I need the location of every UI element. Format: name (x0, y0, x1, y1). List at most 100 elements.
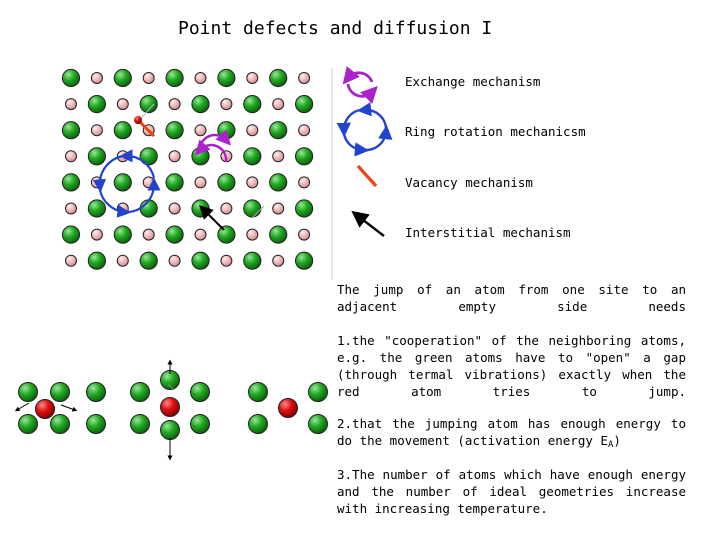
green-atom (269, 68, 288, 88)
green-atom (243, 199, 262, 218)
green-atom (139, 95, 158, 114)
lattice-ring-arrows (92, 149, 161, 218)
legend-vacancy-label: Vacancy mechanism (405, 175, 533, 190)
green-atom (113, 68, 132, 88)
red-atom (160, 397, 180, 417)
green-atom (308, 414, 328, 434)
exchange-icon (342, 66, 378, 104)
pink-atom (220, 254, 233, 267)
green-atom (295, 199, 314, 218)
green-atom (87, 95, 107, 114)
green-atom (50, 382, 70, 402)
pink-atom (194, 176, 207, 189)
pink-atom (298, 124, 311, 137)
point-1-paragraph: 1.the "cooperation" of the neighboring a… (337, 333, 686, 399)
green-atom (61, 68, 81, 88)
green-atom (269, 121, 288, 140)
legend-exchange-label: Exchange mechanism (405, 74, 541, 89)
point-3-paragraph: 3.The number of atoms which have enough … (337, 467, 686, 516)
pink-atom (272, 254, 285, 267)
green-atom (248, 414, 268, 434)
green-atom (18, 382, 38, 402)
pink-atom (298, 176, 311, 189)
pink-atom (90, 72, 103, 84)
green-atom (248, 382, 268, 402)
pink-atom (246, 124, 259, 137)
green-atom (165, 121, 184, 140)
pink-atom (168, 98, 181, 111)
green-atom (295, 95, 314, 114)
green-atom (295, 147, 314, 166)
pink-atom (194, 228, 207, 241)
green-atom (217, 68, 236, 88)
pink-atom (116, 254, 129, 267)
green-atom (113, 225, 132, 244)
pink-atom (65, 150, 77, 163)
pink-atom (272, 150, 285, 163)
green-atom (61, 225, 81, 244)
pink-atom (142, 228, 155, 241)
green-atom (269, 173, 288, 192)
pink-atom (220, 98, 233, 111)
pink-atom (298, 228, 311, 241)
green-atom (243, 95, 262, 114)
pink-atom (246, 72, 259, 84)
green-atom (130, 414, 150, 434)
green-atom (165, 173, 184, 192)
green-atom (191, 251, 210, 270)
green-atom (50, 414, 70, 434)
pink-atom (142, 176, 155, 189)
pink-atom (90, 228, 103, 241)
green-atom (113, 121, 132, 140)
pink-atom (168, 254, 181, 267)
pink-atom (272, 202, 285, 215)
pink-atom (65, 254, 77, 267)
lattice-exchange-arrows (194, 129, 232, 163)
green-atom (191, 199, 210, 218)
pink-atom (65, 98, 77, 111)
example-arrows (14, 359, 175, 461)
green-atom (190, 414, 210, 434)
legend-interstitial-label: Interstitial mechanism (405, 225, 571, 240)
green-atom (217, 225, 236, 244)
pink-atom (194, 72, 207, 84)
point-2-paragraph: 2.that the jumping atom has enough energ… (337, 416, 686, 450)
green-atom (308, 382, 328, 402)
green-atom (165, 225, 184, 244)
lattice-interstitial-arrow (199, 205, 265, 231)
interstitial-arrow-icon (351, 210, 385, 237)
green-atom (87, 251, 107, 270)
green-atom (139, 199, 158, 218)
green-atom (113, 173, 132, 192)
atom-lattice (61, 68, 314, 270)
intro-paragraph: The jump of an atom from one site to an … (337, 282, 686, 314)
pink-atom (246, 228, 259, 241)
jump-examples (18, 370, 328, 440)
green-atom (269, 225, 288, 244)
legend-ring-label: Ring rotation mechanicsm (405, 124, 586, 139)
vacancy-arrow-icon (356, 164, 378, 188)
pink-atom (90, 124, 103, 137)
pink-atom (65, 202, 77, 215)
green-atom (190, 382, 210, 402)
green-atom (165, 68, 184, 88)
green-atom (86, 414, 106, 434)
green-atom (87, 199, 107, 218)
green-atom (191, 95, 210, 114)
green-atom (160, 420, 180, 440)
green-atom (61, 121, 81, 140)
green-atom (139, 147, 158, 166)
red-atom (278, 398, 298, 418)
green-atom (217, 173, 236, 192)
pink-atom (272, 98, 285, 111)
pink-atom (298, 72, 311, 84)
pink-atom (168, 150, 181, 163)
pink-atom (116, 98, 129, 111)
pink-atom (194, 124, 207, 137)
lattice-vacancy-arrow (134, 103, 156, 138)
green-atom (86, 382, 106, 402)
green-atom (139, 251, 158, 270)
green-atom (295, 251, 314, 270)
pink-atom (246, 176, 259, 189)
